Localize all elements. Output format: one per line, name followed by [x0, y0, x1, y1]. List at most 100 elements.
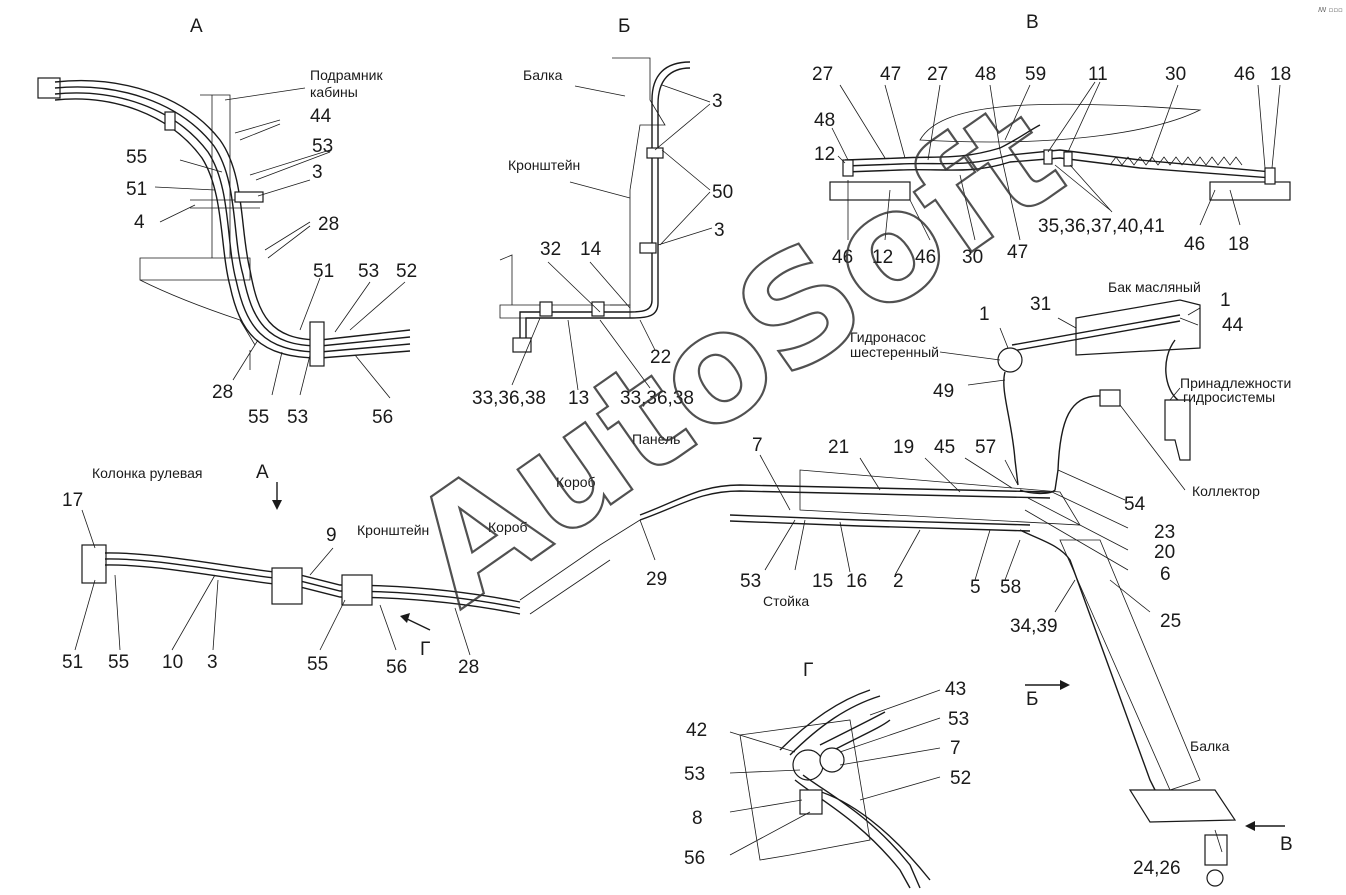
callout: 43 [945, 679, 966, 700]
callout: 44 [310, 106, 332, 127]
callout: 3 [712, 91, 723, 112]
a-clamp-1 [164, 111, 176, 131]
callout: 31 [1030, 294, 1051, 315]
callout: 53 [740, 571, 761, 592]
b-clamp-3 [539, 301, 553, 317]
callout: 45 [934, 437, 955, 458]
callout: 11 [1088, 64, 1108, 85]
callout: 5 [970, 577, 981, 598]
b-clamp-2 [639, 242, 657, 254]
g-hoses-upper [779, 689, 891, 756]
callout: 54 [1124, 494, 1146, 515]
callout: 56 [372, 407, 393, 428]
callout: 48 [975, 64, 996, 85]
hose-25 [1019, 529, 1161, 801]
callout: 28 [458, 657, 479, 678]
b-hose-bundle [519, 61, 691, 345]
callout: 24,26 [1133, 858, 1181, 879]
watermark-text: AutoSoft [381, 69, 1092, 639]
bottom-fitting [1204, 834, 1228, 866]
subframe-post [200, 94, 231, 258]
bottom-wheel [1206, 869, 1224, 887]
beam-bottom-plate [1128, 789, 1237, 823]
b-end-fitting [512, 337, 532, 353]
view-g: Г 43 42 53 7 53 52 8 56 [684, 660, 971, 889]
v-hose-bundle [844, 124, 1273, 179]
callout: 56 [684, 848, 705, 869]
callout: 21 [828, 437, 849, 458]
v-leaders [831, 81, 1281, 241]
callout: 53 [358, 261, 379, 282]
view-b-label: Б [618, 16, 630, 37]
callout: 19 [893, 437, 914, 458]
callout: 53 [948, 709, 969, 730]
callout: 44 [1222, 315, 1244, 336]
callout: 16 [846, 571, 867, 592]
callout: 52 [950, 768, 971, 789]
callout: 29 [646, 569, 667, 590]
callout: 58 [1000, 577, 1021, 598]
pump-caption-1: Гидронасос [850, 329, 926, 345]
a-hose-bundle [54, 79, 411, 359]
main-assembly: Бак масляный Гидронасос шестеренный Прин… [62, 279, 1293, 887]
a-leaders [154, 87, 406, 399]
view-v: В 27 47 27 48 59 11 30 46 18 48 12 46 12… [812, 12, 1291, 268]
beam-diagonal [1059, 539, 1201, 791]
callout: 9 [326, 525, 337, 546]
callout: 28 [318, 214, 339, 235]
gear-pump [997, 347, 1023, 373]
steering-column-caption: Колонка рулевая [92, 465, 203, 481]
v-spring-guard [1109, 156, 1243, 166]
callout: 3 [312, 162, 323, 183]
collector-caption: Коллектор [1192, 483, 1260, 499]
arrow-b-head [1060, 680, 1070, 690]
callout: 22 [650, 347, 671, 368]
callout: 49 [933, 381, 954, 402]
callout: 7 [752, 435, 763, 456]
steering-column-block [81, 544, 107, 584]
view-a: А Подрамник кабины 44 53 55 3 51 4 28 51… [37, 16, 417, 428]
oil-tank-caption: Бак масляный [1108, 279, 1201, 295]
callout: 46 [1184, 234, 1205, 255]
callout: 1 [979, 304, 990, 325]
callout: 52 [396, 261, 417, 282]
accessory-hose [1165, 339, 1179, 401]
callout: 42 [686, 720, 707, 741]
box-caption-2: Короб [488, 519, 528, 535]
g-loop-1 [792, 749, 824, 781]
callout: 27 [927, 64, 948, 85]
view-b-arrow-label: Б [1026, 689, 1038, 710]
hydraulic-accessories [1164, 399, 1191, 461]
callout: 12 [872, 247, 893, 268]
callout: 53 [287, 407, 308, 428]
callout: 46 [832, 247, 853, 268]
subframe-curve [139, 279, 256, 346]
callout: 55 [248, 407, 269, 428]
beam-caption-bottom: Балка [1190, 738, 1230, 754]
callout: 2 [893, 571, 904, 592]
callout: 33,36,38 [472, 388, 546, 409]
callout: 55 [307, 654, 328, 675]
view-a-arrow-label: А [256, 462, 269, 483]
b-side [499, 254, 513, 305]
callout: 35,36,37,40,41 [1038, 216, 1165, 237]
callout: 53 [684, 764, 705, 785]
accessories-caption-1: Принадлежности [1180, 375, 1291, 391]
oil-tank [1075, 299, 1201, 356]
callout: 28 [212, 382, 233, 403]
callout: 13 [568, 388, 589, 409]
callout: 51 [313, 261, 334, 282]
subframe-caption-1: Подрамник [310, 67, 383, 83]
arrow-a-head [272, 500, 282, 510]
callout: 51 [126, 179, 147, 200]
v-cylinder-right [1209, 181, 1291, 201]
arrow-g [404, 617, 431, 631]
pipe-21 [639, 484, 1051, 516]
callout: 33,36,38 [620, 388, 694, 409]
view-v-arrow-label: В [1280, 834, 1293, 855]
callout: 4 [134, 212, 145, 233]
callout: 47 [880, 64, 901, 85]
view-a-label: А [190, 16, 203, 37]
pipe-2 [729, 514, 1031, 526]
callout: 18 [1228, 234, 1249, 255]
